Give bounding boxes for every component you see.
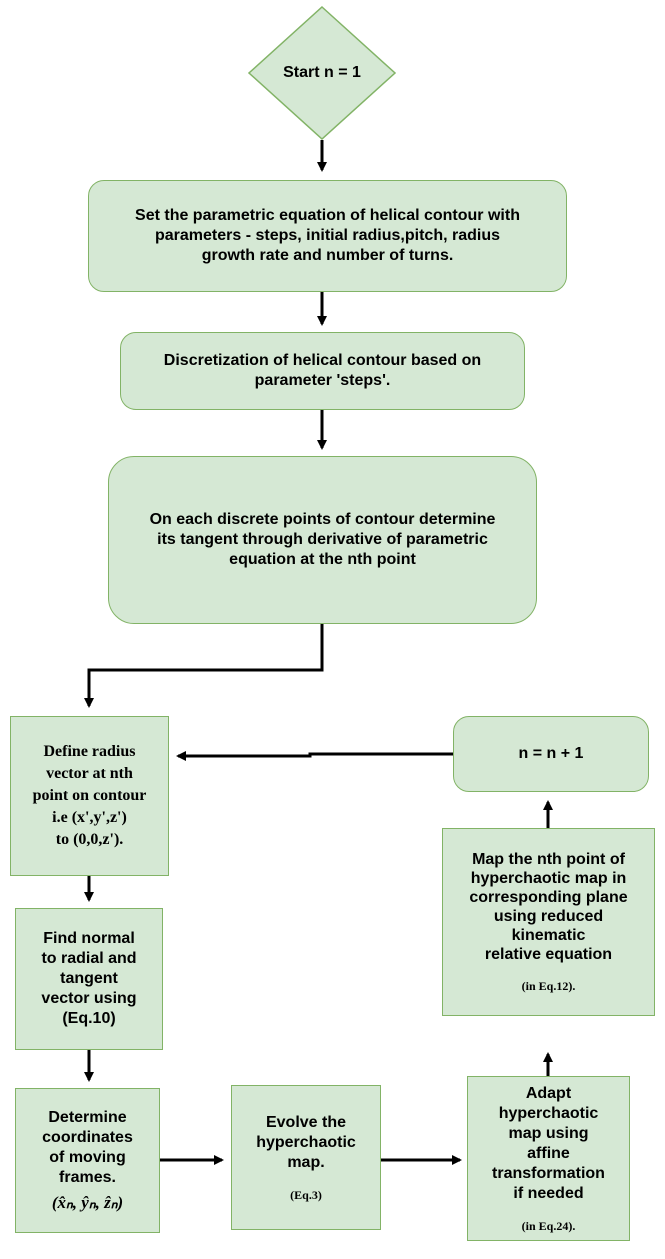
- normal-line-4: vector using: [41, 990, 137, 1007]
- frames-line-4: frames.: [59, 1168, 116, 1186]
- evolve-line-2: hyperchaotic: [256, 1133, 356, 1151]
- map-line-5: kinematic: [511, 927, 586, 944]
- frames-line-3: of moving: [49, 1148, 126, 1166]
- map-line-2: hyperchaotic map in: [470, 870, 627, 887]
- radius-line-2: vector at nth: [46, 765, 133, 782]
- discretize-line-1: Discretization of helical contour based …: [163, 352, 482, 369]
- frames-line-2: coordinates: [42, 1128, 133, 1146]
- evolve-line-1: Evolve the: [265, 1113, 347, 1131]
- set-line-2: parameters - steps, initial radius,pitch…: [155, 227, 500, 244]
- set-line-1: Set the parametric equation of helical c…: [135, 207, 520, 224]
- tangent-line-1: On each discrete points of contour deter…: [149, 511, 496, 528]
- adapt-ref: (in Eq.24).: [521, 1218, 576, 1233]
- normal-line-1: Find normal: [43, 930, 135, 947]
- define-radius-vector-node: Define radius vector at nth point on con…: [10, 716, 169, 876]
- map-line-6: relative equation: [484, 946, 613, 963]
- adapt-line-1: Adapt: [525, 1084, 572, 1102]
- start-node-label: Start n = 1: [283, 64, 361, 81]
- tangent-line-2: its tangent through derivative of parame…: [157, 531, 488, 548]
- evolve-map-node: Evolve the hyperchaotic map. (Eq.3): [231, 1085, 381, 1230]
- adapt-line-5: transformation: [492, 1164, 605, 1182]
- evolve-line-3: map.: [287, 1153, 325, 1171]
- evolve-ref: (Eq.3): [290, 1187, 322, 1202]
- find-normal-node: Find normal to radial and tangent vector…: [15, 908, 163, 1050]
- map-ref: (in Eq.12).: [521, 979, 576, 993]
- increment-n-node: n = n + 1: [453, 716, 649, 792]
- adapt-line-2: hyperchaotic: [498, 1104, 599, 1122]
- set-line-3: growth rate and number of turns.: [201, 247, 454, 264]
- normal-line-2: to radial and: [41, 950, 137, 967]
- frames-formula: (x̂ₙ, ŷₙ, ẑₙ): [51, 1192, 124, 1212]
- increment-label: n = n + 1: [518, 745, 584, 762]
- normal-line-5: (Eq.10): [62, 1010, 116, 1027]
- start-diamond-shape: [248, 6, 396, 140]
- discretize-line-2: parameter 'steps'.: [254, 372, 391, 389]
- map-nth-point-node: Map the nth point of hyperchaotic map in…: [442, 828, 655, 1016]
- adapt-line-4: affine: [527, 1144, 570, 1162]
- set-parametric-equation-node: Set the parametric equation of helical c…: [88, 180, 567, 292]
- tangent-line-3: equation at the nth point: [229, 551, 416, 568]
- tangent-node: On each discrete points of contour deter…: [108, 456, 537, 624]
- adapt-map-node: Adapt hyperchaotic map using affine tran…: [467, 1076, 630, 1241]
- arrow-tangent-to-radius: [84, 624, 324, 708]
- radius-line-4: i.e (x',y',z'): [52, 809, 127, 826]
- adapt-line-6: if needed: [513, 1184, 584, 1202]
- map-line-4: using reduced: [493, 908, 604, 925]
- determine-frames-node: Determine coordinates of moving frames. …: [15, 1088, 160, 1233]
- frames-line-1: Determine: [48, 1108, 127, 1126]
- arrow-increment-to-radius: [176, 751, 453, 761]
- radius-line-1: Define radius: [43, 743, 136, 760]
- radius-line-5: to (0,0,z').: [55, 831, 124, 848]
- radius-line-3: point on contour: [32, 787, 147, 804]
- map-line-1: Map the nth point of: [472, 851, 625, 868]
- map-line-3: corresponding plane: [469, 889, 628, 906]
- discretization-node: Discretization of helical contour based …: [120, 332, 525, 410]
- adapt-line-3: map using: [508, 1124, 589, 1142]
- normal-line-3: tangent: [60, 970, 118, 987]
